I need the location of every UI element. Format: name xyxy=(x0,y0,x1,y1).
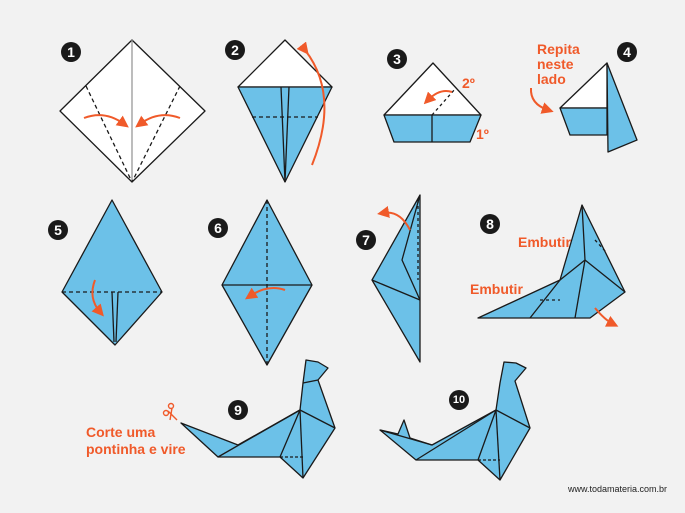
step-4-number: 4 xyxy=(617,42,637,62)
step-9-label-line1: Corte uma xyxy=(86,424,156,440)
step-4-label: Repita neste lado xyxy=(537,41,580,87)
step-8-label-bottom: Embutir xyxy=(470,281,523,297)
step-3-label-first: 1º xyxy=(476,126,489,142)
step-3-number: 3 xyxy=(387,49,407,69)
website-credit: www.todamateria.com.br xyxy=(568,484,668,494)
step-10-figure xyxy=(379,361,531,481)
step-8-figure xyxy=(477,204,626,327)
scissors-icon xyxy=(162,402,178,421)
step-9-figure xyxy=(180,359,336,479)
step-6-figure xyxy=(221,199,313,366)
step-9-label-line2: pontinha e vire xyxy=(86,441,186,457)
step-10-number: 10 xyxy=(449,390,469,410)
step-8-number: 8 xyxy=(480,214,500,234)
step-2-number: 2 xyxy=(225,40,245,60)
step-2-figure xyxy=(237,39,333,183)
step-7-number: 7 xyxy=(356,230,376,250)
step-3-figure xyxy=(383,62,482,143)
step-7-figure xyxy=(371,194,421,363)
step-8-label-top: Embutir xyxy=(518,234,571,250)
step-4-figure xyxy=(529,62,638,153)
step-1-figure xyxy=(59,39,206,183)
step-6-number: 6 xyxy=(208,218,228,238)
step-9-number: 9 xyxy=(228,400,248,420)
step-5-number: 5 xyxy=(48,220,68,240)
step-1-number: 1 xyxy=(61,42,81,62)
step-3-label-second: 2º xyxy=(462,75,475,91)
step-5-figure xyxy=(61,199,163,346)
